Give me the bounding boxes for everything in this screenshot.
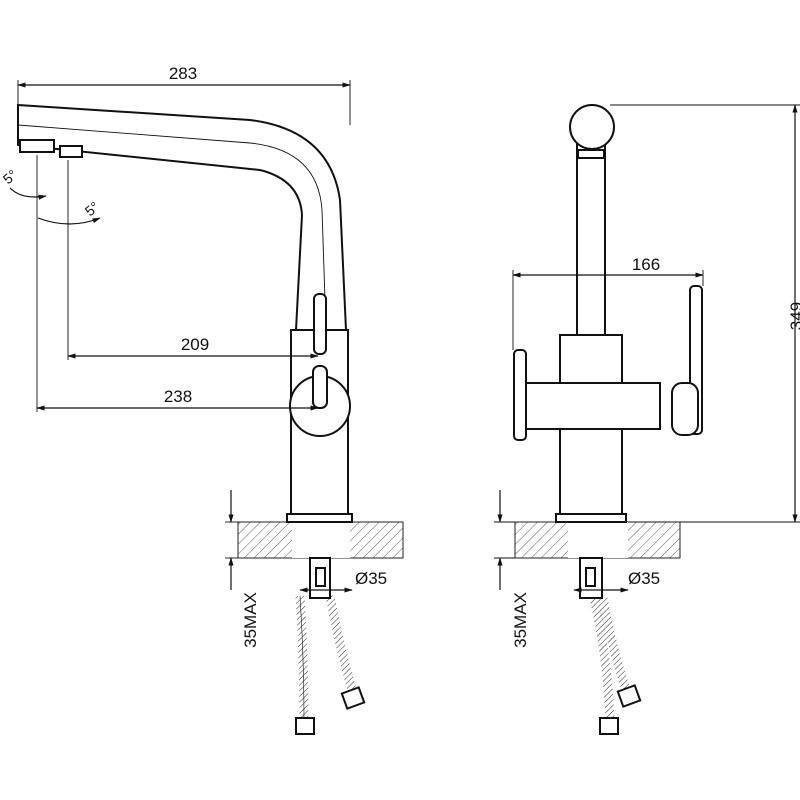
left-handle-front — [513, 349, 527, 441]
dimension-35max-right: 35MAX — [511, 592, 530, 648]
hose-left-1 — [295, 595, 309, 721]
dimension-283: 283 — [169, 64, 197, 83]
spout-side — [17, 103, 348, 331]
dimension-209: 209 — [181, 335, 209, 354]
front-view: 166 349 35MAX Ø35 — [494, 104, 800, 735]
diameter-left: Ø35 — [355, 569, 387, 588]
hose-left-2 — [325, 595, 360, 702]
hose-right-2 — [598, 597, 633, 697]
angle-5-2: 5° — [82, 198, 103, 219]
dimension-35max-left: 35MAX — [241, 592, 260, 648]
spout-column-front — [576, 139, 606, 341]
side-view: 283 209 238 5° 5° 35MAX Ø35 — [0, 64, 404, 735]
dimension-166: 166 — [632, 255, 660, 274]
diameter-right: Ø35 — [628, 569, 660, 588]
spout-head-front — [569, 104, 615, 150]
hose-right-1 — [589, 597, 615, 721]
lever-side — [313, 293, 327, 355]
dimension-349: 349 — [787, 302, 800, 330]
dimension-238: 238 — [164, 387, 192, 406]
angle-5-1: 5° — [0, 166, 20, 187]
